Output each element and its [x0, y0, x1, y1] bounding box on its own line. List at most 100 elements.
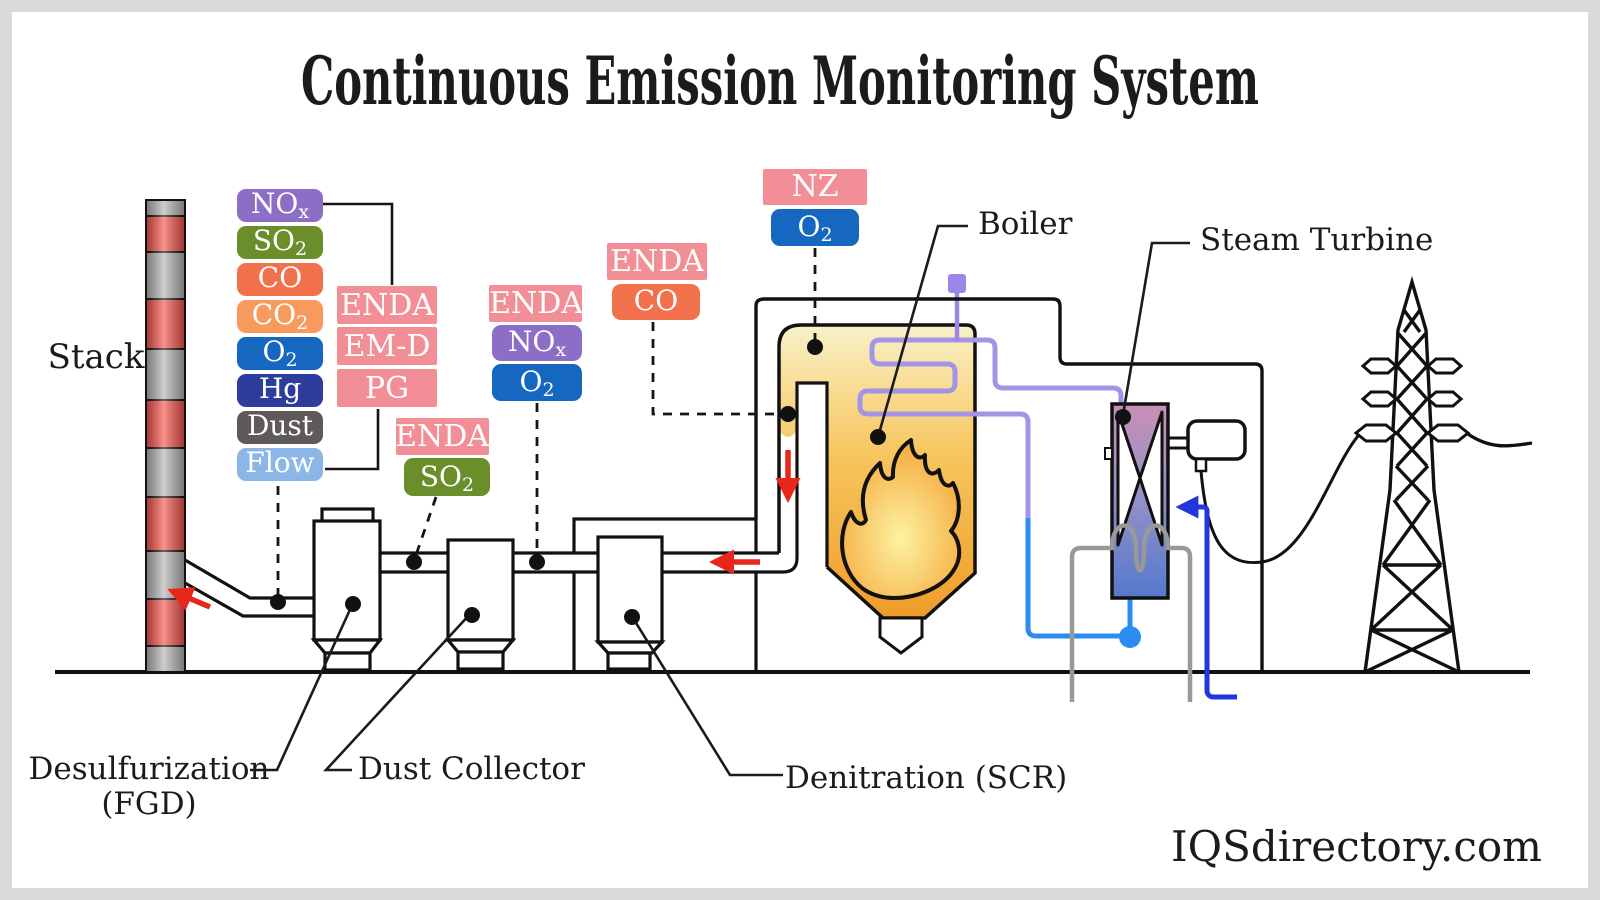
fgd-hopper: [310, 638, 384, 655]
turbine-leader: [1121, 241, 1190, 416]
transmission-tower: [1353, 275, 1533, 674]
badge-scr-nox: [492, 325, 582, 361]
scr-analyzer-group: ENDA NOx O2: [489, 285, 583, 401]
analyzer-nz: [763, 169, 867, 205]
generator-terminal: [1194, 457, 1208, 473]
svg-text:NZ: NZ: [791, 169, 838, 204]
leader-dots: [345, 409, 1131, 625]
pollutant-badge-column: NOx SO2 CO CO2 O2 Hg Dust Flow: [237, 187, 323, 481]
dust-collector-foot: [456, 650, 505, 671]
svg-text:ENDA: ENDA: [610, 244, 704, 279]
stack: [145, 199, 186, 673]
boiler-label: Boiler: [978, 206, 1073, 242]
gas-flow-arrows: [167, 450, 801, 611]
fgd-body: [312, 519, 382, 642]
svg-text:CO: CO: [634, 284, 678, 317]
page-title: Continuous Emission Monitoring System: [301, 42, 1259, 120]
svg-text:NOx: NOx: [251, 187, 309, 223]
badge-duct-so2: [404, 458, 490, 496]
analyzer-enda-1: [337, 286, 437, 324]
badge-dust: [237, 411, 323, 444]
svg-text:Flow: Flow: [245, 446, 314, 479]
svg-text:SO2: SO2: [420, 460, 474, 496]
fgd-label: (FGD): [101, 786, 196, 822]
flame-icon: [840, 438, 962, 600]
denitration-label: Denitration (SCR): [785, 760, 1067, 796]
svg-text:CO: CO: [258, 261, 302, 294]
svg-text:O2: O2: [262, 335, 297, 371]
steam-turbine-label: Steam Turbine: [1200, 222, 1433, 258]
svg-text:ENDA: ENDA: [395, 419, 489, 454]
leader-lines: [250, 224, 1190, 777]
scr-leader: [631, 617, 783, 777]
dust-collector-leader: [323, 612, 472, 772]
boiler: [777, 323, 977, 655]
stack-analyzer-wire: [323, 202, 394, 471]
svg-text:SO2: SO2: [253, 224, 307, 260]
svg-text:NOx: NOx: [508, 325, 566, 361]
stack-shading: [147, 201, 184, 671]
condensate-node: [1119, 626, 1141, 648]
scr-hopper: [594, 640, 666, 655]
desulfurization-label: Desulfurization: [29, 751, 270, 787]
co-sample-line: [651, 322, 782, 416]
plant-building-outline: [754, 297, 1264, 672]
tower-arms: [1353, 357, 1471, 443]
generator: [1186, 419, 1247, 461]
svg-text:Dust: Dust: [247, 409, 314, 442]
stack-analyzer-group: ENDA EM-D PG: [337, 286, 437, 407]
badge-nox: [237, 189, 323, 222]
condensate-pipe: [1025, 518, 1120, 639]
dust-collector-label: Dust Collector: [358, 751, 585, 787]
boiler-baffle-outline: [782, 381, 829, 574]
badge-scr-o2: [492, 364, 582, 401]
analyzer-enda-4: [607, 243, 707, 280]
watermark: IQSdirectory.com: [1171, 822, 1542, 871]
generator-wire: [1199, 435, 1360, 565]
analyzer-pg: [337, 369, 437, 407]
badge-flow: [237, 448, 323, 481]
badge-co2: [237, 300, 323, 333]
dust-collector-body: [446, 538, 515, 642]
power-line-right: [1467, 432, 1533, 448]
sample-points: [270, 339, 823, 610]
boiler-outline: [777, 323, 977, 620]
analyzer-wiring: [276, 202, 817, 598]
svg-text:Hg: Hg: [259, 372, 301, 405]
svg-text:EM-D: EM-D: [344, 329, 431, 364]
cooling-water-pipe: [1175, 495, 1237, 700]
badge-boiler-o2: [771, 209, 859, 246]
boiler-sensor-icon: [948, 274, 966, 293]
svg-text:ENDA: ENDA: [489, 286, 583, 321]
so2-analyzer-group: ENDA SO2: [395, 418, 490, 496]
stack-inlet-duct-top: [184, 558, 316, 600]
flow-arrow-to-stack: [167, 587, 212, 611]
nz-analyzer-group: NZ O2: [763, 169, 867, 246]
boiler-ash-spout: [878, 616, 924, 655]
svg-text:O2: O2: [519, 365, 554, 401]
scr-foot: [606, 651, 652, 671]
scr-enclosure: [572, 517, 758, 672]
dust-collector-hopper: [444, 638, 517, 654]
steam-pipe: [857, 337, 1124, 523]
badge-duct-co: [612, 284, 700, 320]
badge-co: [237, 263, 323, 296]
co-analyzer-group: ENDA CO: [607, 243, 707, 320]
so2-sample-line: [413, 496, 438, 559]
boiler-leader: [876, 224, 968, 438]
condenser-coil-pipes: [1069, 523, 1193, 702]
analyzer-enda-2: [489, 285, 582, 322]
badge-hg: [237, 374, 323, 407]
badge-o2: [237, 337, 323, 370]
turbine-rotor-icon: [1116, 410, 1164, 547]
stack-inlet-duct-bottom: [184, 581, 316, 618]
svg-text:CO2: CO2: [252, 298, 308, 334]
analyzer-emd: [337, 327, 437, 365]
badge-so2: [237, 226, 323, 259]
scr-body: [596, 535, 664, 644]
svg-text:O2: O2: [797, 210, 832, 246]
turbine-inlet-tick: [1104, 447, 1113, 460]
fgd-foot: [323, 651, 372, 672]
